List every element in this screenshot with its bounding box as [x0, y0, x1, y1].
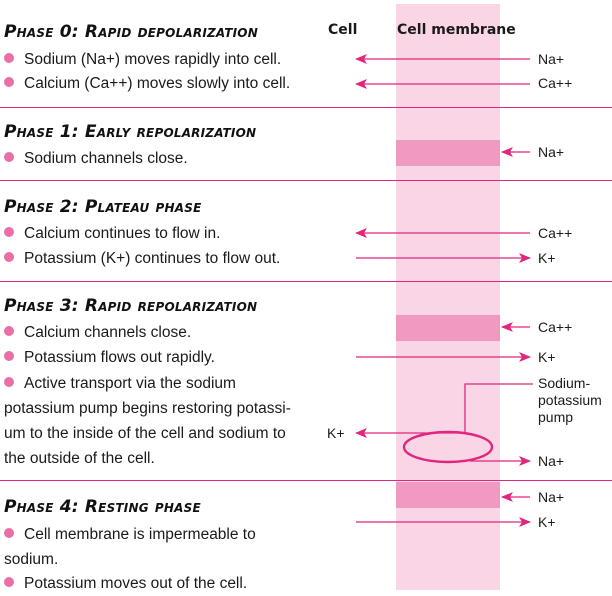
ion-label-na: Na+	[538, 144, 565, 160]
bullet-dot-icon	[4, 351, 14, 361]
ion-label-na: Na+	[538, 51, 565, 67]
bullet-dot-icon	[4, 252, 14, 262]
membrane-column-header: Cell membrane	[397, 22, 516, 38]
bullet-dot-icon	[4, 377, 14, 387]
ion-label-k: K+	[538, 514, 556, 530]
phase-3-title: Phase 3: Rapid repolarization	[4, 296, 258, 316]
phase-4-title: Phase 4: Resting phase	[4, 497, 201, 517]
phase-0-title: Phase 0: Rapid depolarization	[4, 22, 258, 42]
ion-label-k-inside: K+	[327, 425, 345, 441]
sodium-channel-closed-block	[396, 140, 500, 166]
ion-label-ca: Ca++	[538, 75, 573, 91]
calcium-channel-closed-block	[396, 315, 500, 341]
bullet-dot-icon	[4, 53, 14, 63]
phase-0-bullet: Sodium (Na+) moves rapidly into cell.	[4, 48, 281, 72]
phase-3-bullet: Calcium channels close.	[4, 321, 191, 345]
bullet-dot-icon	[4, 528, 14, 538]
phase-1-bullet: Sodium channels close.	[4, 147, 188, 171]
phase-2-bullet: Potassium (K+) continues to flow out.	[4, 247, 280, 271]
phase-divider	[0, 107, 612, 108]
ion-label-ca: Ca++	[538, 225, 573, 241]
phase-1-title: Phase 1: Early repolarization	[4, 122, 257, 142]
phase-0-bullet: Calcium (Ca++) moves slowly into cell.	[4, 72, 290, 96]
ion-label-na-outside: Na+	[538, 453, 565, 469]
resting-membrane-block	[396, 482, 500, 508]
phase-divider	[0, 480, 612, 481]
phase-4-bullet: Potassium moves out of the cell.	[4, 572, 247, 596]
bullet-dot-icon	[4, 77, 14, 87]
bullet-dot-icon	[4, 577, 14, 587]
phase-2-title: Phase 2: Plateau phase	[4, 197, 202, 217]
bullet-dot-icon	[4, 227, 14, 237]
phase-4-paragraph: Cell membrane is impermeable to sodium.	[4, 526, 256, 568]
ion-label-na: Na+	[538, 489, 565, 505]
phase-divider	[0, 180, 612, 181]
sodium-potassium-pump-label: Sodium- potassium pump	[538, 375, 602, 425]
bullet-dot-icon	[4, 326, 14, 336]
ion-label-k: K+	[538, 250, 556, 266]
bullet-dot-icon	[4, 152, 14, 162]
ion-label-k: K+	[538, 349, 556, 365]
phase-3-bullet: Potassium flows out rapidly.	[4, 346, 215, 370]
cell-column-header: Cell	[328, 22, 358, 38]
ion-label-ca: Ca++	[538, 319, 573, 335]
phase-3-paragraph: Active transport via the sodium potassiu…	[4, 375, 291, 467]
phase-2-bullet: Calcium continues to flow in.	[4, 222, 220, 246]
phase-divider	[0, 281, 612, 282]
